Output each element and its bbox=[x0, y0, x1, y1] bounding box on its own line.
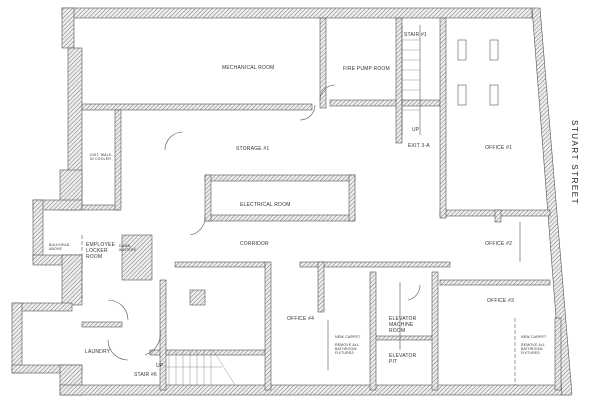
room-label-elevator-pit: ELEVATOR PIT bbox=[389, 353, 417, 365]
room-label-fire-pump: FIRE PUMP ROOM bbox=[343, 66, 390, 72]
room-label-office-2: OFFICE #2 bbox=[485, 241, 513, 247]
room-label-bulkhead: BULKHEAD ABOVE bbox=[49, 243, 70, 251]
exit-label: EXIT 3-A bbox=[408, 143, 430, 149]
note-fixtures-a: REMOVE ALL BATHROOM FIXTURES bbox=[335, 343, 360, 355]
street-label: STUART STREET bbox=[570, 120, 579, 205]
room-label-laundry: LAUNDRY bbox=[85, 349, 111, 355]
room-label-stair-1: STAIR #1 bbox=[404, 32, 427, 38]
room-label-locker: EMPLOYEE LOCKER ROOM bbox=[86, 242, 116, 260]
room-label-elevator-machine: ELEVATOR MACHINE ROOM bbox=[389, 316, 417, 334]
doors-and-stairs bbox=[81, 25, 521, 386]
note-fixtures-b: REMOVE ALL BATHROOM FIXTURES bbox=[521, 343, 546, 355]
room-label-electrical: ELECTRICAL ROOM bbox=[240, 202, 291, 208]
room-label-office-3: OFFICE #3 bbox=[487, 298, 515, 304]
room-label-dumbwaiters: DUMB-WAITERS bbox=[119, 244, 137, 252]
note-new-carpet-a: NEW CARPET bbox=[335, 335, 361, 339]
room-label-stair-6: STAIR #6 bbox=[134, 372, 157, 378]
note-new-carpet-b: NEW CARPET bbox=[521, 335, 547, 339]
room-label-office-1: OFFICE #1 bbox=[485, 145, 513, 151]
room-label-mechanical: MECHANICAL ROOM bbox=[222, 65, 275, 71]
stair-6-up-label: UP bbox=[156, 363, 164, 369]
room-label-corridor: CORRIDOR bbox=[240, 241, 269, 247]
room-label-cooler: DIST. WALK-IN COOLER bbox=[90, 153, 113, 161]
room-label-office-4: OFFICE #4 bbox=[287, 316, 315, 322]
room-label-storage-1: STORAGE #1 bbox=[236, 146, 270, 152]
walls bbox=[11, 7, 573, 396]
stair-1-up-label: UP bbox=[412, 127, 420, 133]
